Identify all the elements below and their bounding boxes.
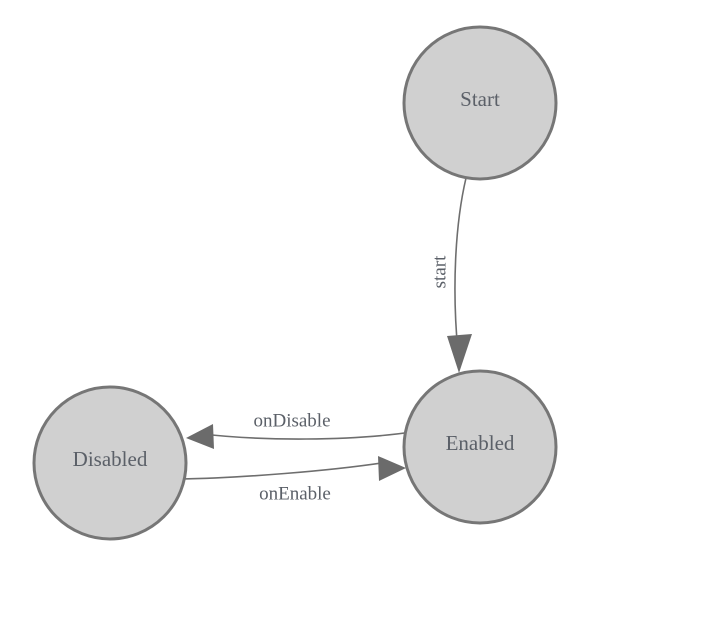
edge-label-onenable: onEnable	[259, 484, 331, 505]
node-enabled-label: Enabled	[446, 431, 515, 455]
edge-start-to-enabled-path	[454, 177, 467, 353]
edge-disabled-to-enabled-arrowhead	[378, 456, 406, 481]
edge-label-start: start	[430, 255, 451, 288]
node-start-label: Start	[460, 87, 500, 111]
node-start[interactable]: Start	[402, 25, 558, 181]
edge-start-to-enabled-arrowhead	[447, 334, 472, 373]
edge-disabled-to-enabled-path	[179, 461, 389, 480]
edge-disabled-to-enabled[interactable]: onEnable	[179, 456, 406, 505]
edge-enabled-to-disabled-path	[202, 431, 413, 440]
node-enabled-circle	[402, 369, 558, 525]
node-start-circle	[402, 25, 558, 181]
edge-label-ondisable: onDisable	[253, 411, 330, 432]
node-enabled[interactable]: Enabled	[402, 369, 558, 525]
edge-enabled-to-disabled-arrowhead	[186, 424, 214, 449]
node-disabled-label: Disabled	[73, 447, 148, 471]
node-disabled-circle	[32, 385, 188, 541]
edge-enabled-to-disabled[interactable]: onDisable	[186, 411, 413, 450]
edge-start-to-enabled[interactable]: start	[430, 177, 473, 373]
node-disabled[interactable]: Disabled	[32, 385, 188, 541]
